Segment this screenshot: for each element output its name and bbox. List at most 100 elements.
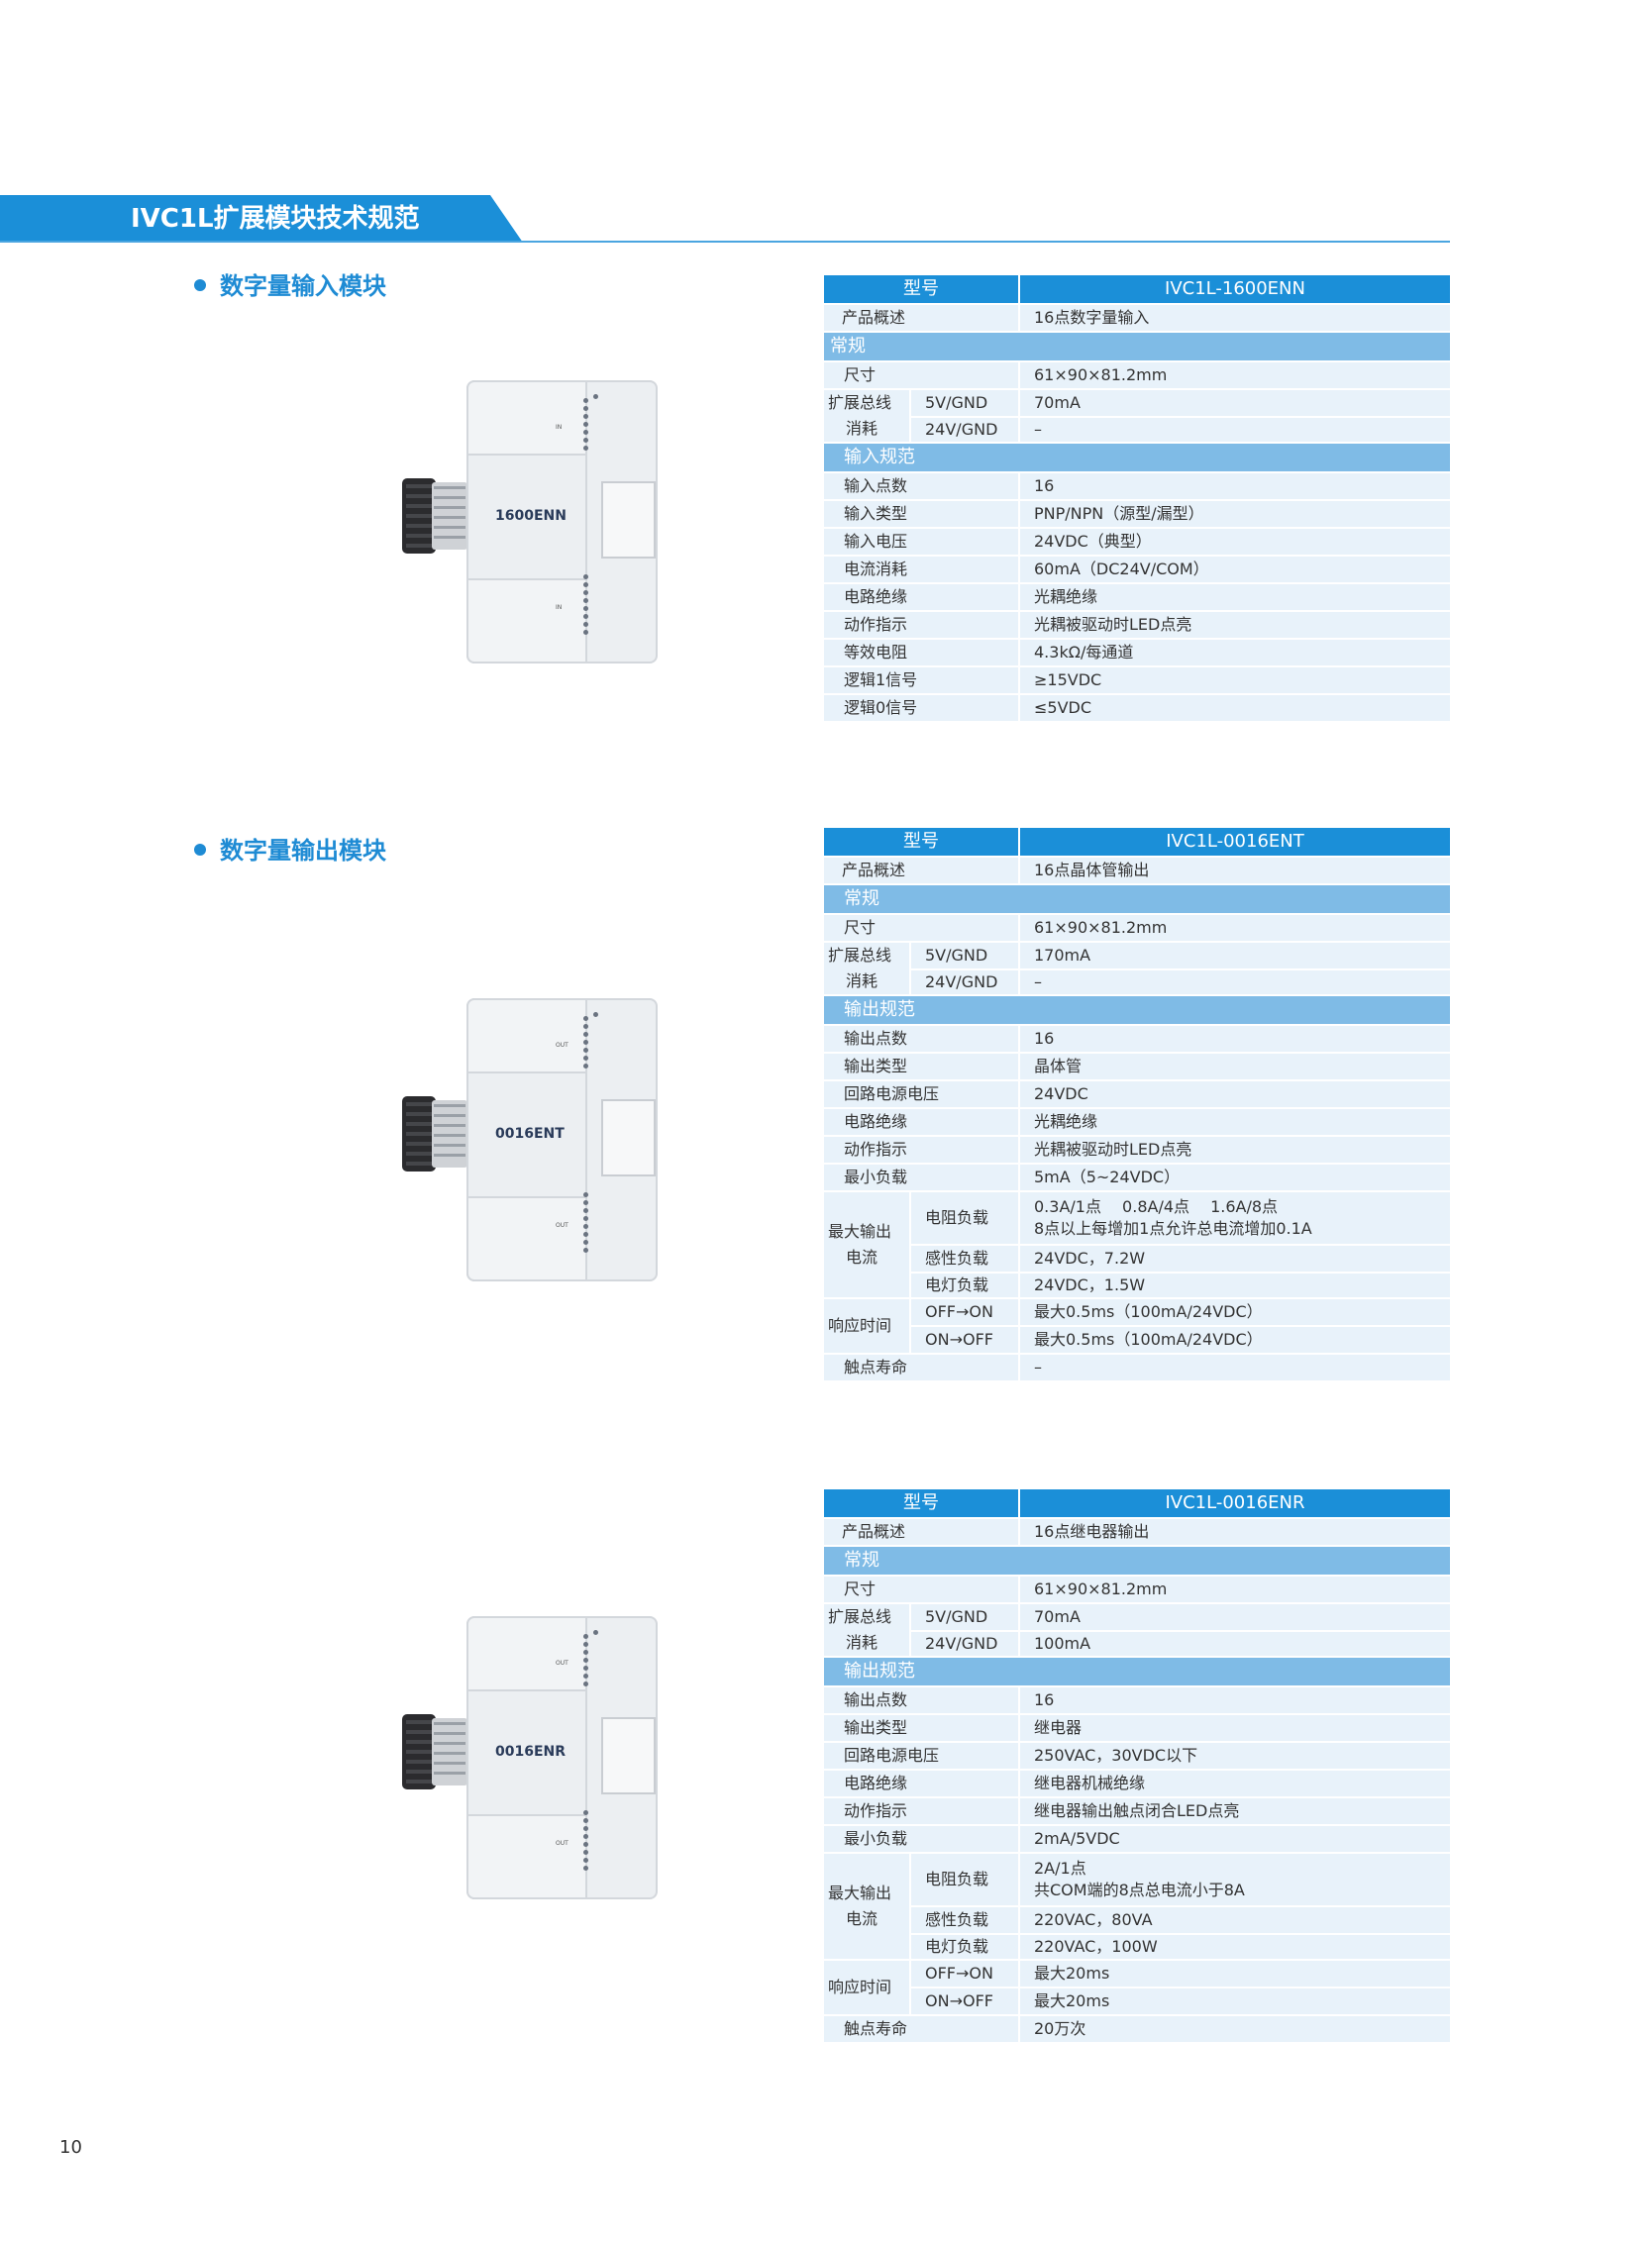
section-title-output: 数字量输出模块 <box>194 834 386 867</box>
led-icon <box>583 1866 588 1871</box>
category-row: 常规 <box>824 1547 1450 1577</box>
led-icon <box>583 1818 588 1823</box>
table-row: 电路绝缘 光耦绝缘 <box>824 584 1450 612</box>
led-icon <box>583 1634 588 1639</box>
led-icon <box>583 1642 588 1647</box>
led-icon <box>583 1216 588 1221</box>
led-icon <box>583 1842 588 1847</box>
device-label: 0016ENR <box>495 1744 567 1760</box>
table-row: 电流消耗 60mA（DC24V/COM） <box>824 557 1450 584</box>
table-row: 触点寿命 – <box>824 1355 1450 1382</box>
category-row: 输出规范 <box>824 1658 1450 1687</box>
table-row: 等效电阻 4.3kΩ/每通道 <box>824 640 1450 667</box>
led-icon <box>583 398 588 403</box>
table-row: 动作指示 继电器输出触点闭合LED点亮 <box>824 1798 1450 1826</box>
table-row: 输出类型 晶体管 <box>824 1054 1450 1081</box>
device-1600enn: 1600ENN IN IN <box>400 380 660 667</box>
led-icon <box>583 582 588 587</box>
header-rule <box>0 241 1450 243</box>
led-icon <box>583 406 588 411</box>
led-icon <box>583 438 588 443</box>
led-icon <box>583 430 588 435</box>
led-icon <box>583 1040 588 1045</box>
page-title: IVC1L扩展模块技术规范 <box>131 204 420 234</box>
table-header-row: 型号 IVC1L-0016ENR <box>824 1489 1450 1519</box>
category-row: 常规 <box>824 885 1450 915</box>
led-icon <box>583 1224 588 1229</box>
table-row: 产品概述 16点数字量输入 <box>824 305 1450 333</box>
page-number: 10 <box>59 2137 82 2158</box>
table-header-row: 型号 IVC1L-0016ENT <box>824 828 1450 858</box>
led-icon <box>583 1240 588 1245</box>
led-icon <box>583 614 588 619</box>
led-icon <box>583 1666 588 1671</box>
led-icon <box>583 598 588 603</box>
table-row: 输入类型 PNP/NPN（源型/漏型） <box>824 501 1450 529</box>
led-icon <box>583 1834 588 1839</box>
table-row-bus: 扩展总线 消耗 5V/GND 24V/GND 70mA – <box>824 390 1450 444</box>
led-icon <box>583 590 588 595</box>
table-row-bus: 扩展总线 消耗 5V/GND 24V/GND 70mA 100mA <box>824 1604 1450 1658</box>
led-icon <box>583 1658 588 1663</box>
led-icon <box>583 1056 588 1061</box>
device-window <box>601 1099 656 1176</box>
table-row: 输出类型 继电器 <box>824 1715 1450 1743</box>
led-icon <box>583 1248 588 1253</box>
device-top-cover <box>466 380 585 456</box>
table-row: 回路电源电压 250VAC，30VDC以下 <box>824 1743 1450 1771</box>
led-icon <box>583 446 588 451</box>
table-header-row: 型号 IVC1L-1600ENN <box>824 275 1450 305</box>
led-icon <box>583 1024 588 1029</box>
pwr-led-icon <box>593 1630 598 1635</box>
table-row: 电路绝缘 继电器机械绝缘 <box>824 1771 1450 1798</box>
led-icon <box>583 1200 588 1205</box>
table-row-max-current: 最大输出 电流 电阻负载 0.3A/1点 0.8A/4点 1.6A/8点 8点以… <box>824 1192 1450 1299</box>
table-row: 逻辑1信号 ≥15VDC <box>824 667 1450 695</box>
category-row: 输入规范 <box>824 444 1450 473</box>
table-row-response: 响应时间 OFF→ON 最大20ms ON→OFF 最大20ms <box>824 1961 1450 2016</box>
bullet-icon <box>194 844 206 856</box>
led-icon <box>583 1650 588 1655</box>
device-top-cover <box>466 998 585 1073</box>
led-icon <box>583 1682 588 1686</box>
device-0016ent: 0016ENT OUT OUT <box>400 998 660 1285</box>
table-row-response: 响应时间 OFF→ON 最大0.5ms（100mA/24VDC） ON→OFF … <box>824 1299 1450 1355</box>
led-icon <box>583 622 588 627</box>
device-bottom-cover <box>466 1196 585 1281</box>
category-row: 输出规范 <box>824 996 1450 1026</box>
table-row: 尺寸 61×90×81.2mm <box>824 362 1450 390</box>
table-row: 产品概述 16点晶体管输出 <box>824 858 1450 885</box>
led-icon <box>583 1826 588 1831</box>
table-row: 回路电源电压 24VDC <box>824 1081 1450 1109</box>
device-bottom-cover <box>466 1814 585 1899</box>
ribbon-connector-icon <box>402 1714 467 1789</box>
table-row: 动作指示 光耦被驱动时LED点亮 <box>824 1137 1450 1165</box>
device-led-strip <box>585 380 587 663</box>
table-row-bus: 扩展总线 消耗 5V/GND 24V/GND 170mA – <box>824 943 1450 996</box>
device-label: 0016ENT <box>495 1126 565 1142</box>
led-icon <box>583 1232 588 1237</box>
device-window <box>601 1717 656 1794</box>
pwr-led-icon <box>593 1012 598 1017</box>
device-led-strip <box>585 998 587 1281</box>
section-title-input: 数字量输入模块 <box>194 269 386 303</box>
table-row: 最小负载 5mA（5~24VDC） <box>824 1165 1450 1192</box>
table-row: 尺寸 61×90×81.2mm <box>824 1577 1450 1604</box>
ribbon-connector-icon <box>402 1096 467 1172</box>
table-row: 触点寿命 20万次 <box>824 2016 1450 2044</box>
led-icon <box>583 422 588 427</box>
led-icon <box>583 1016 588 1021</box>
device-0016enr: 0016ENR OUT OUT <box>400 1616 660 1903</box>
led-icon <box>583 1064 588 1069</box>
led-icon <box>583 574 588 579</box>
table-row: 产品概述 16点继电器输出 <box>824 1519 1450 1547</box>
category-row: 常规 <box>824 333 1450 362</box>
device-window <box>601 481 656 559</box>
table-row: 输出点数 16 <box>824 1687 1450 1715</box>
table-row: 电路绝缘 光耦绝缘 <box>824 1109 1450 1137</box>
ribbon-connector-icon <box>402 478 467 554</box>
device-top-cover <box>466 1616 585 1691</box>
device-label: 1600ENN <box>495 508 567 524</box>
led-icon <box>583 1850 588 1855</box>
table-row: 逻辑0信号 ≤5VDC <box>824 695 1450 723</box>
